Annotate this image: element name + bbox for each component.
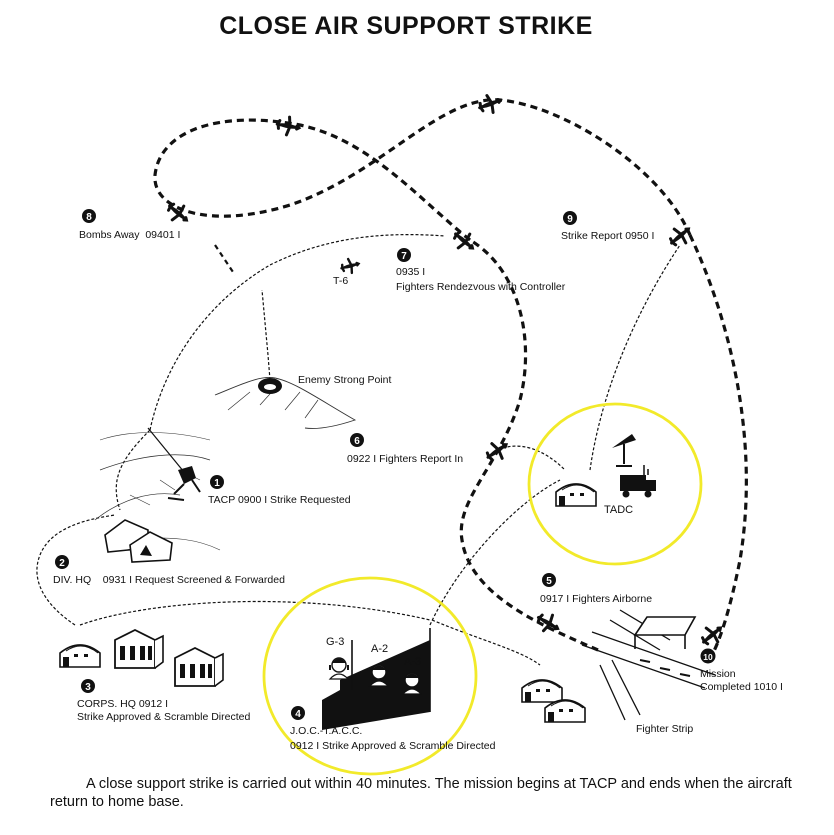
quonset-hut-icon [521, 679, 563, 703]
step-text: 0917 I Fighters Airborne [540, 593, 652, 605]
page-title: CLOSE AIR SUPPORT STRIKE [219, 12, 593, 40]
quonset-hut-icon [59, 644, 101, 668]
airplane-icon [274, 113, 302, 139]
tacp-soldier-icon [147, 427, 201, 501]
highlight-circle-jocc [262, 576, 478, 776]
t6-airplane-icon [338, 255, 362, 277]
quonset-hut-icon [544, 699, 586, 723]
hangar-icon [633, 616, 697, 649]
step-number: 6 [354, 436, 360, 447]
highlight-circle-tadc [527, 402, 703, 566]
step-8: 8 Bombs Away 09401 I [79, 209, 180, 241]
step-text: 0912 I Strike Approved & Scramble Direct… [290, 740, 496, 752]
step-text: J.O.C.-T.A.C.C. [290, 725, 362, 737]
airplane-icon [532, 608, 564, 638]
step-9: 9 Strike Report 0950 I [561, 211, 654, 242]
step-3: 3 CORPS. HQ 0912 I Strike Approved & Scr… [77, 679, 250, 723]
fighter-flight-path [153, 98, 748, 656]
radar-truck-icon [620, 465, 656, 498]
step-number: 5 [546, 576, 552, 587]
div-hq-tent-icon [104, 519, 173, 563]
officer-icon [329, 657, 349, 680]
step-number: 10 [703, 652, 713, 662]
step-text: Mission [700, 668, 736, 680]
barracks-icon [174, 647, 224, 687]
step-number: 2 [59, 558, 65, 569]
step-text: DIV. HQ 0931 I Request Screened & Forwar… [53, 574, 285, 586]
step-text: Fighters Rendezvous with Controller [396, 281, 566, 293]
fighter-strip-label: Fighter Strip [636, 723, 693, 735]
step-number: 3 [85, 682, 91, 693]
step-text: 0922 I Fighters Report In [347, 453, 463, 465]
step-number: 1 [214, 478, 220, 489]
enemy-strong-point-label: Enemy Strong Point [298, 374, 391, 386]
caption-text: A close support strike is carried out wi… [50, 776, 792, 810]
step-number: 8 [86, 212, 92, 223]
airplane-icon [475, 90, 505, 118]
t6-label: T-6 [333, 275, 348, 287]
step-text: 0935 I [396, 266, 425, 278]
tadc-building-icon [555, 483, 597, 507]
barracks-icon [114, 629, 164, 669]
step-text: Strike Approved & Scramble Directed [77, 711, 250, 723]
officer-icon [402, 672, 422, 695]
step-1: 1 TACP 0900 I Strike Requested [208, 475, 351, 506]
officer-icon [369, 664, 389, 687]
step-number: 4 [295, 709, 301, 720]
step-text: CORPS. HQ 0912 I [77, 698, 168, 710]
step-number: 7 [401, 251, 407, 262]
a3-label: A-3 [404, 656, 421, 668]
step-text: TACP 0900 I Strike Requested [208, 494, 351, 506]
step-text: Strike Report 0950 I [561, 230, 654, 242]
step-6: 6 0922 I Fighters Report In [347, 433, 463, 465]
step-text: Bombs Away 09401 I [79, 229, 180, 241]
step-4: 4 J.O.C.-T.A.C.C. 0912 I Strike Approved… [290, 706, 496, 752]
step-2: 2 DIV. HQ 0931 I Request Screened & Forw… [53, 555, 285, 586]
step-7: 7 0935 I Fighters Rendezvous with Contro… [396, 248, 566, 293]
a2-label: A-2 [371, 643, 388, 655]
g3-label: G-3 [326, 636, 344, 648]
step-number: 9 [567, 214, 573, 225]
step-text: Completed 1010 I [700, 681, 783, 693]
enemy-strong-point-icon [258, 378, 282, 394]
step-5: 5 0917 I Fighters Airborne [540, 573, 652, 605]
airplane-icon [481, 435, 513, 467]
tadc-label: TADC [604, 504, 633, 516]
step-10: 10 Mission Completed 1010 I [700, 648, 783, 693]
radar-dish-icon [612, 434, 636, 467]
caption: A close support strike is carried out wi… [50, 775, 810, 811]
